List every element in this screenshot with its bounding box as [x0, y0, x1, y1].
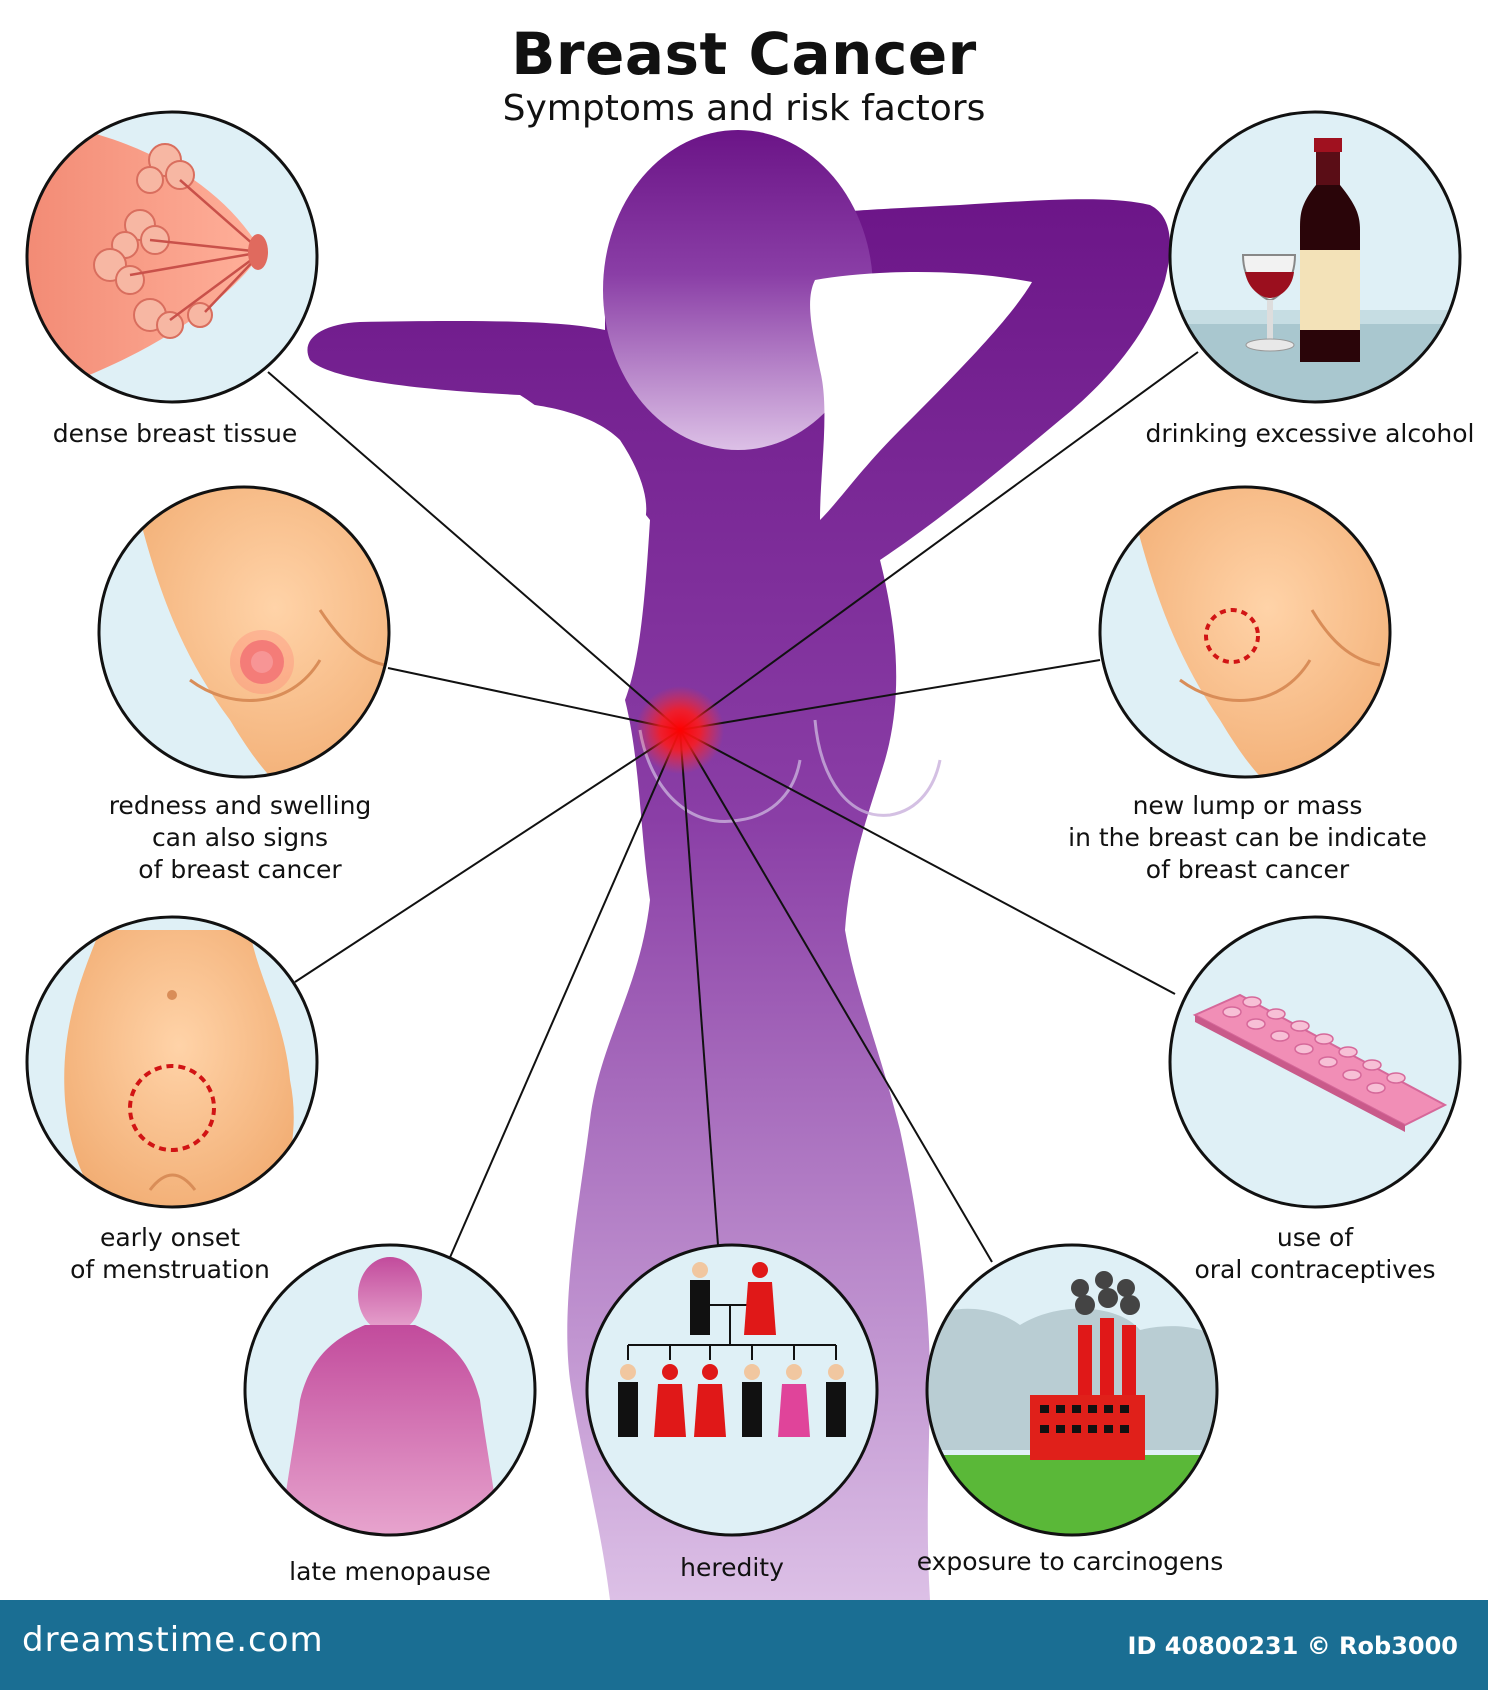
- alcohol-circle: [1168, 110, 1462, 404]
- label-dense-breast-tissue: dense breast tissue: [30, 418, 320, 450]
- footer-bar: dreamstime.com ID 40800231 © Rob3000: [0, 1600, 1488, 1690]
- label-line: late menopause: [289, 1557, 491, 1586]
- label-carcinogens: exposure to carcinogens: [905, 1546, 1235, 1578]
- infographic: Breast Cancer Symptoms and risk factors …: [25, 20, 1480, 1600]
- label-line: exposure to carcinogens: [916, 1547, 1224, 1576]
- label-heredity: heredity: [642, 1552, 822, 1584]
- label-line: redness and swelling: [108, 791, 372, 820]
- label-line: of menstruation: [70, 1255, 270, 1284]
- redness-circle: [97, 485, 391, 779]
- illustration: [25, 110, 1462, 1600]
- label-late-menopause: late menopause: [270, 1556, 510, 1588]
- label-line: drinking excessive alcohol: [1145, 419, 1475, 448]
- page-subtitle: Symptoms and risk factors: [502, 88, 986, 129]
- contraceptives-circle: [1168, 915, 1462, 1209]
- label-line: of breast cancer: [1145, 855, 1350, 884]
- label-line: in the breast can be indicate: [1068, 823, 1427, 852]
- label-new-lump: new lump or mass in the breast can be in…: [1050, 790, 1445, 886]
- label-redness-swelling: redness and swelling can also signs of b…: [90, 790, 390, 886]
- label-line: can also signs: [151, 823, 329, 852]
- label-line: oral contraceptives: [1194, 1255, 1436, 1284]
- label-line: of breast cancer: [138, 855, 342, 884]
- menopause-circle: [243, 1243, 537, 1537]
- label-line: new lump or mass: [1132, 791, 1363, 820]
- label-line: heredity: [680, 1553, 784, 1582]
- lump-circle: [1098, 485, 1392, 779]
- label-line: dense breast tissue: [52, 419, 298, 448]
- label-early-menstruation: early onset of menstruation: [60, 1222, 280, 1286]
- connector-lines: [267, 351, 1199, 1263]
- dense-tissue-circle: [25, 110, 319, 404]
- menstruation-circle: [25, 915, 319, 1209]
- brand-logo: dreamstime.com: [22, 1620, 324, 1660]
- label-oral-contraceptives: use of oral contraceptives: [1180, 1222, 1450, 1286]
- heredity-circle: [585, 1243, 879, 1537]
- label-line: early onset: [99, 1223, 240, 1252]
- tumor-glow: [636, 686, 724, 774]
- label-line: use of: [1276, 1223, 1354, 1252]
- female-silhouette: [307, 130, 1170, 1600]
- page-title: Breast Cancer: [511, 20, 977, 88]
- carcinogens-circle: [925, 1243, 1219, 1537]
- label-drinking-alcohol: drinking excessive alcohol: [1140, 418, 1480, 450]
- image-id-credit: ID 40800231 © Rob3000: [1127, 1632, 1458, 1660]
